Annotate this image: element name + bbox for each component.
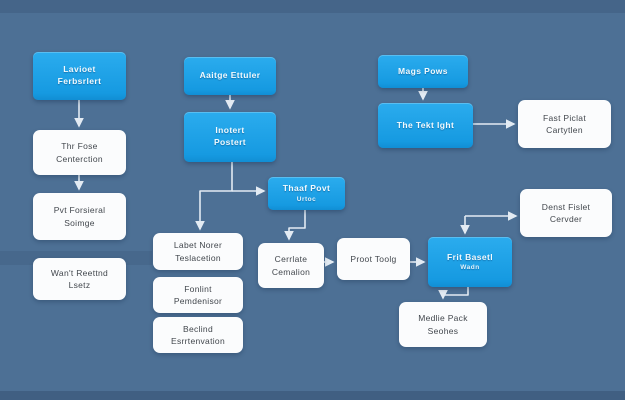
node-label: Pvt Forsieral: [53, 205, 106, 216]
node-label: Mags Pows: [398, 65, 448, 76]
node-label: Postert: [213, 137, 247, 147]
node-aaitge-ettuler: Aaitge Ettuler: [184, 57, 276, 95]
node-sublabel: Wadn: [460, 264, 480, 272]
background-shade-bottom: [0, 391, 625, 400]
node-thaaf-povt: Thaaf Povt Urtoc: [268, 177, 345, 210]
node-lavioet-ferbsrlert: Lavioet Ferbsrlert: [33, 52, 126, 100]
node-thr-fose-centerction: Thr Fose Centerction: [33, 130, 126, 175]
node-want-reettnd-lsetz: Wan't Reettnd Lsetz: [33, 258, 126, 300]
node-pvt-forsieral-soimge: Pvt Forsieral Soimge: [33, 193, 126, 240]
node-mags-pows: Mags Pows: [378, 55, 468, 88]
node-label: Frit Basetl: [447, 251, 493, 262]
node-the-tekt-ight: The Tekt Ight: [378, 103, 473, 148]
node-label: Fonlint: [184, 283, 212, 294]
node-label: Esrrtenvation: [171, 336, 225, 346]
node-sublabel: Urtoc: [296, 195, 317, 203]
node-fast-piclat-cartytlen: Fast Piclat Cartytlen: [518, 100, 611, 148]
node-label: The Tekt Ight: [396, 119, 455, 130]
node-inotert-postert: Inotert Postert: [184, 112, 276, 162]
node-frit-basetl: Frit Basetl Wadn: [428, 237, 512, 287]
node-label: Thr Fose: [61, 141, 98, 152]
node-fonlint-pemdenisor: Fonlint Pemdenisor: [153, 277, 243, 313]
node-label: Cartytlen: [546, 125, 583, 135]
node-proot-toolg: Proot Toolg: [337, 238, 410, 280]
node-beclind-esrrtenvation: Beclind Esrrtenvation: [153, 317, 243, 353]
node-label: Seohes: [427, 325, 459, 336]
node-label: Lavioet: [63, 64, 96, 75]
node-label: Lsetz: [68, 280, 91, 290]
node-label: Fast Piclat: [543, 112, 586, 123]
node-label: Wan't Reettnd: [50, 267, 109, 278]
node-label: Ferbsrlert: [57, 76, 102, 86]
node-label: Cervder: [549, 214, 583, 224]
node-labet-norer-teslacetion: Labet Norer Teslacetion: [153, 233, 243, 270]
node-cerrlate-cemalion: Cerrlate Cemalion: [258, 243, 324, 288]
node-label: Soimge: [64, 217, 95, 228]
node-denst-fislet-cervder: Denst Fislet Cervder: [520, 189, 612, 237]
node-label: Thaaf Povt: [282, 183, 331, 193]
node-label: Cemalion: [271, 266, 311, 277]
node-label: Inotert: [215, 125, 245, 136]
background-shade-top: [0, 0, 625, 13]
node-label: Teslacetion: [175, 252, 221, 263]
node-label: Beclind: [183, 323, 213, 334]
node-label: Denst Fislet: [541, 201, 591, 212]
node-label: Aaitge Ettuler: [199, 70, 261, 81]
node-label: Centerction: [56, 153, 103, 164]
node-label: Labet Norer: [173, 240, 223, 251]
node-label: Pemdenisor: [173, 296, 223, 306]
node-label: Proot Toolg: [350, 253, 397, 264]
node-label: Medlie Pack: [418, 313, 468, 324]
node-label: Cerrlate: [274, 254, 308, 265]
node-medlie-pack-seohes: Medlie Pack Seohes: [399, 302, 487, 347]
